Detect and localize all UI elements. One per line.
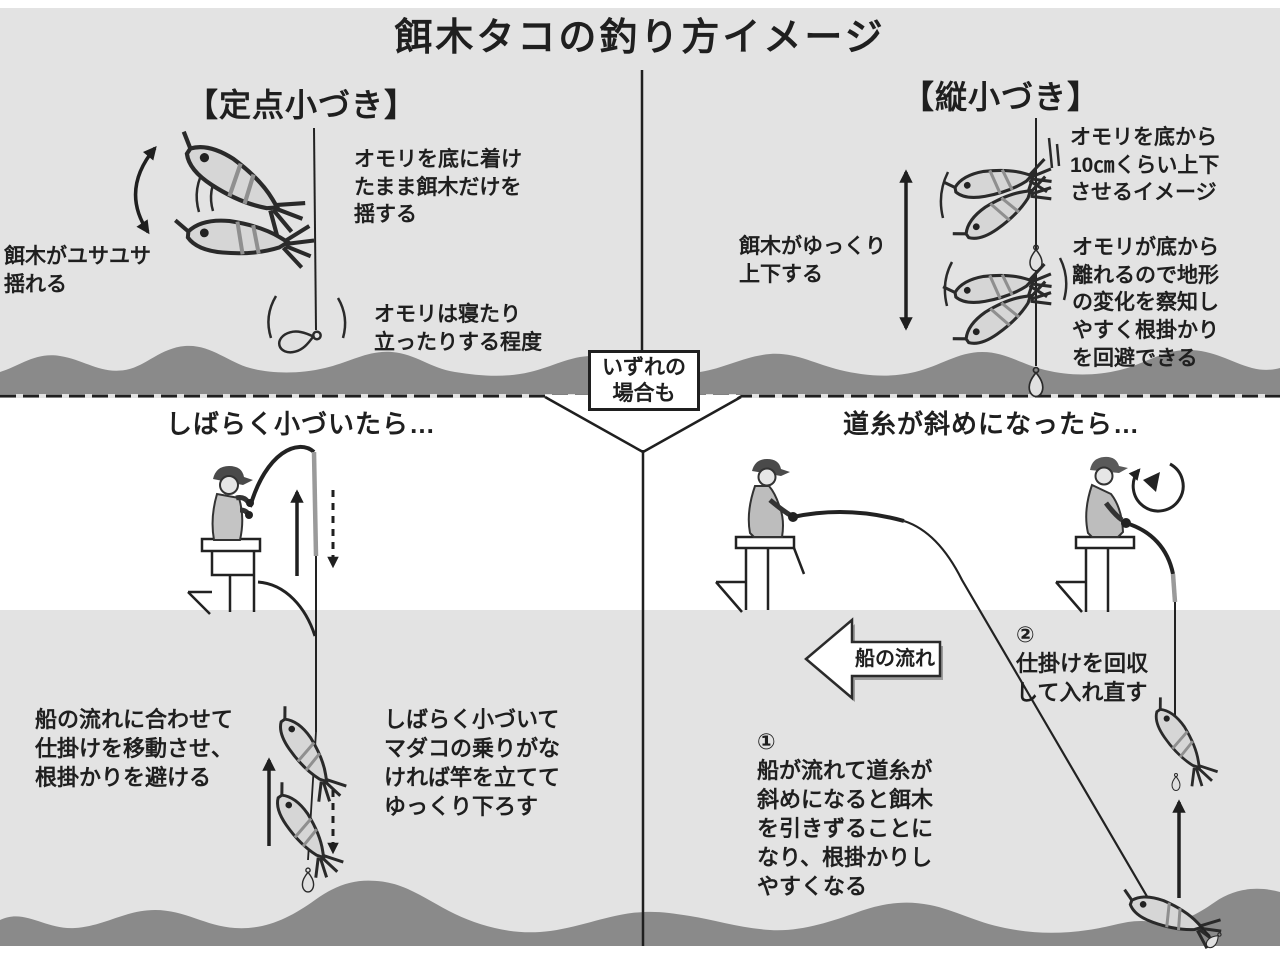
note-raise-rod: しばらく小づいて マダコの乗りがな ければ竿を立てて ゆっくり下ろす (384, 707, 561, 820)
callout-wing-left (544, 395, 644, 454)
boat-gunwale (734, 535, 796, 550)
after-jigging-heading: しばらく小づいたら… (166, 409, 437, 439)
motion-lines (943, 257, 1068, 307)
fisherman-body (1085, 483, 1125, 538)
fishing-line (313, 127, 317, 331)
rod-lowered (257, 580, 317, 637)
drift-arrow-body (804, 617, 942, 701)
egi-lure (261, 702, 351, 810)
callout-wing-right (642, 395, 742, 454)
reel-in-arrow (1128, 462, 1185, 513)
egi-lure (1138, 693, 1222, 794)
swing-double-arrow (133, 145, 157, 235)
note-weight-tilts: オモリは寝たり 立ったりする程度 (374, 303, 542, 354)
either-case-callout: いずれの 場合も (588, 350, 700, 411)
rod-horizontal (792, 510, 905, 523)
boat-hull (187, 551, 256, 615)
reel-in-arrow-pointer (1143, 472, 1160, 492)
fisherman-head (219, 475, 239, 495)
fixed-point-heading: 【定点小づき】 (186, 87, 418, 123)
motion-lines (267, 295, 347, 339)
sinker (1171, 773, 1181, 791)
drift-arrow-label: 船の流れ (855, 648, 935, 670)
note-egi-sways: 餌木がユサユサ 揺れる (4, 245, 151, 296)
fisherman-arm (768, 498, 792, 518)
motion-lines (939, 137, 1061, 219)
seafloor-bottom (0, 880, 1280, 946)
underwater-zone-bottom (0, 610, 1280, 946)
fisherman-body (211, 492, 244, 541)
fisherman-head (1094, 466, 1114, 486)
center-divider (640, 70, 645, 946)
vertical-jig-illustration (899, 118, 1068, 398)
rod-bent (1125, 521, 1175, 575)
fisherman-drifting-illustration (715, 459, 1227, 953)
boat-hull (1055, 548, 1110, 613)
either-case-label: いずれの 場合も (602, 356, 686, 405)
fisherman-jigging-illustration (187, 445, 351, 893)
note-egi-slow-updown: 餌木がゆっくり 上下する (739, 235, 886, 286)
boat-gunwale (1074, 535, 1136, 550)
fisherman-body (747, 485, 784, 538)
rod-tip (1170, 573, 1178, 603)
slanted-line-heading: 道糸が斜めになったら… (843, 409, 1141, 439)
vertical-jig-heading: 【縦小づき】 (902, 79, 1101, 115)
slanted-fishing-line (903, 519, 1153, 906)
boat-hull (715, 547, 806, 613)
note-lift-10cm: オモリを底から 10㎝くらい上下 させるイメージ (1070, 126, 1220, 205)
step1-drag-warning: ① 船が流れて道糸が 斜めになると餌木 を引きずることに なり、根掛かりし やす… (757, 729, 934, 900)
note-move-rig: 船の流れに合わせて 仕掛けを移動させ、 根掛かりを避ける (35, 707, 234, 791)
rod-raised (248, 445, 316, 508)
fisherman-retrieving-illustration (1055, 456, 1222, 898)
note-shake-egi-only: オモリを底に着け たまま餌木だけを 揺する (354, 148, 522, 227)
fixed-point-jig-illustration (133, 126, 347, 357)
fisherman-head (757, 467, 777, 487)
drift-block-arrow (804, 617, 943, 702)
step2-retrieve: ② 仕掛けを回収 して入れ直す (1016, 622, 1149, 706)
rod-tip (311, 451, 319, 557)
diagram-title: 餌木タコの釣り方イメージ (394, 17, 886, 59)
fisherman-hand (245, 511, 253, 519)
sinker (301, 867, 315, 893)
fisherman-arm (1104, 501, 1124, 523)
underwater-zone-top (0, 8, 1280, 398)
egi-lure (170, 212, 318, 271)
note-terrain-detect: オモリが底から 離れるので地形 の変化を察知し やすく根掛かり を回避できる (1072, 236, 1219, 370)
fishing-line (1199, 925, 1211, 937)
